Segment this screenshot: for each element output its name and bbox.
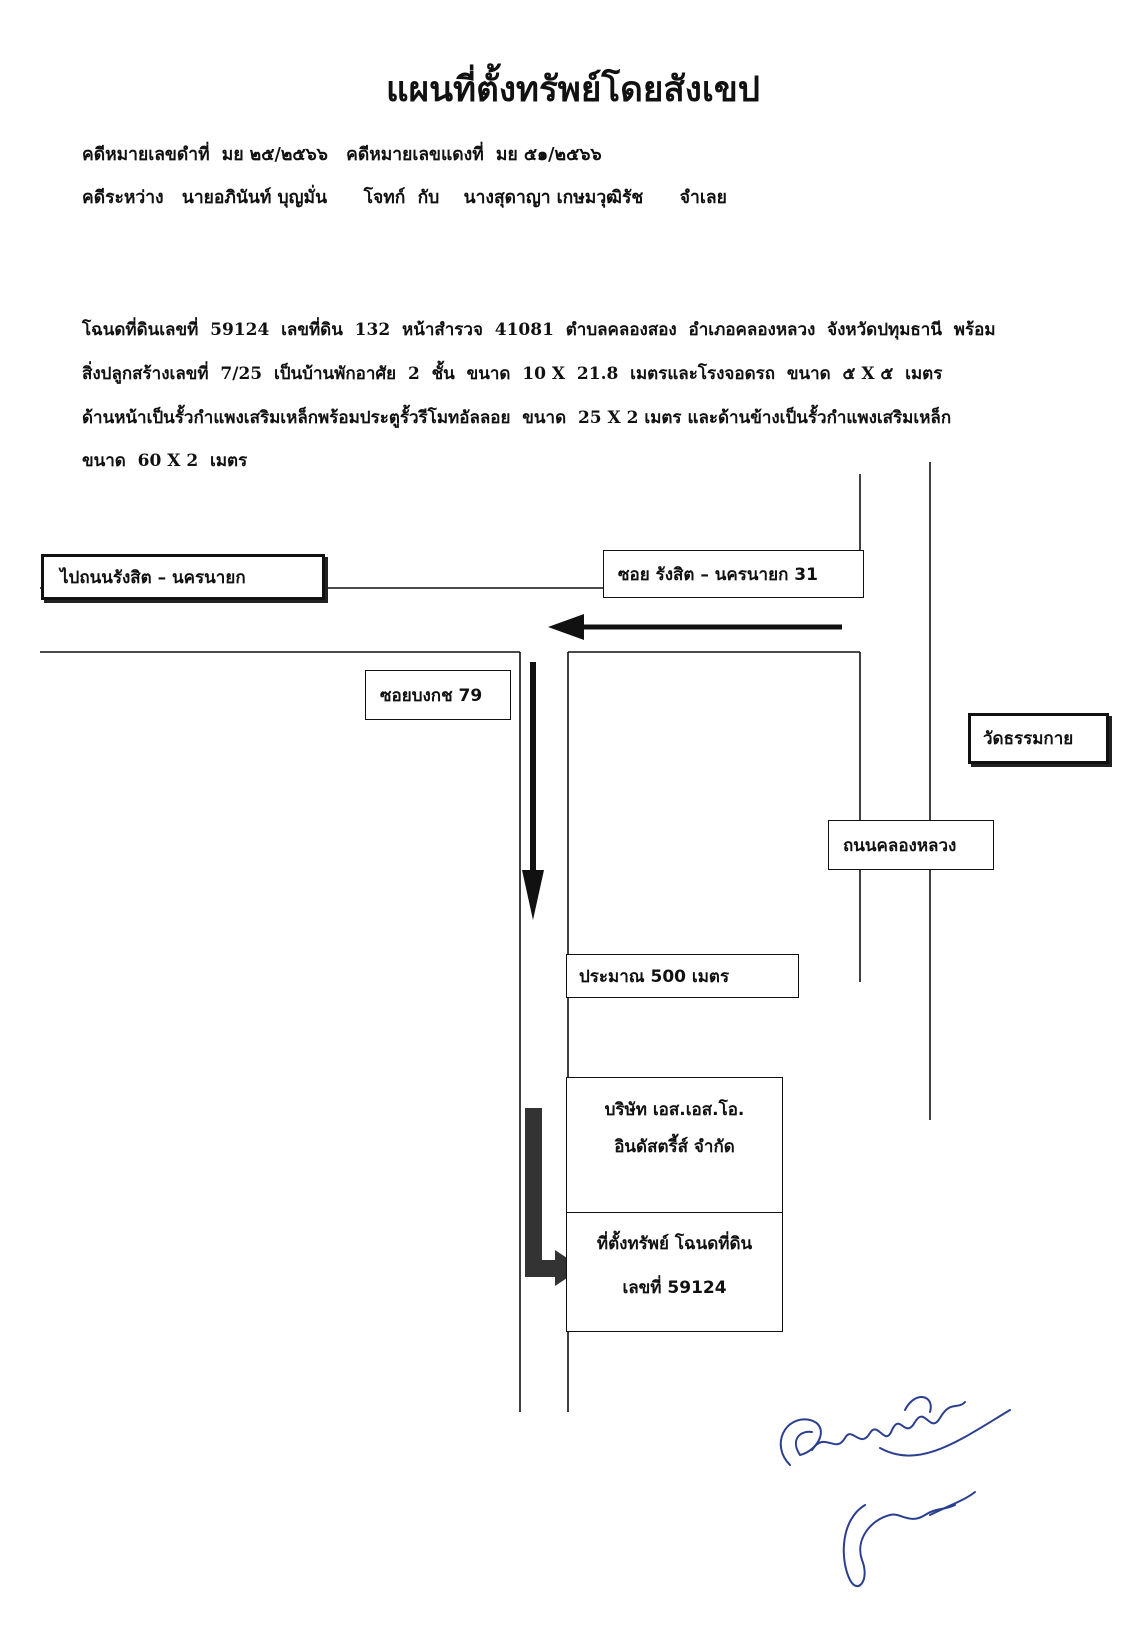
label-approx-distance: ประมาณ 500 เมตร xyxy=(566,954,799,998)
deed-description-line-1: โฉนดที่ดินเลขที่ 59124 เลขที่ดิน 132 หน้… xyxy=(82,320,996,340)
handwritten-signature-icon xyxy=(779,1396,1011,1588)
company-block xyxy=(566,1077,783,1212)
left-arrow-icon xyxy=(548,614,842,640)
road-lines xyxy=(40,462,931,1412)
case-number-line: คดีหมายเลขดำที่ มย ๒๕/๒๕๖๖ คดีหมายเลขแดง… xyxy=(82,145,602,165)
deed-description-line-2: สิ่งปลูกสร้างเลขที่ 7/25 เป็นบ้านพักอาศั… xyxy=(82,364,943,384)
company-name-line-2: อินดัสตรี้ส์ จำกัด xyxy=(614,1137,735,1157)
label-to-rangsit-road: ไปถนนรังสิต – นครนายก xyxy=(41,554,325,600)
company-name-line-1: บริษัท เอส.เอส.โอ. xyxy=(604,1100,745,1120)
property-location-block xyxy=(566,1212,783,1332)
property-deed-number: เลขที่ 59124 xyxy=(622,1278,727,1298)
down-arrow-icon xyxy=(522,662,544,920)
label-wat-thammakai: วัดธรรมกาย xyxy=(968,713,1109,764)
label-soi-rangsit-31: ซอย รังสิต – นครนายก 31 xyxy=(603,550,864,598)
page-title: แผนที่ตั้งทรัพย์โดยสังเขป xyxy=(386,70,760,110)
property-label-line-1: ที่ตั้งทรัพย์ โฉนดที่ดิน xyxy=(596,1234,753,1254)
label-soi-bongkot-79: ซอยบงกช 79 xyxy=(365,670,511,720)
deed-description-line-4: ขนาด 60 X 2 เมตร xyxy=(82,451,248,471)
deed-description-line-3: ด้านหน้าเป็นรั้วกำแพงเสริมเหล็กพร้อมประต… xyxy=(82,408,952,428)
case-parties-line: คดีระหว่าง นายอภินันท์ บุญมั่น โจทก์ กับ… xyxy=(82,188,727,208)
label-khlong-luang-road: ถนนคลองหลวง xyxy=(828,820,994,870)
